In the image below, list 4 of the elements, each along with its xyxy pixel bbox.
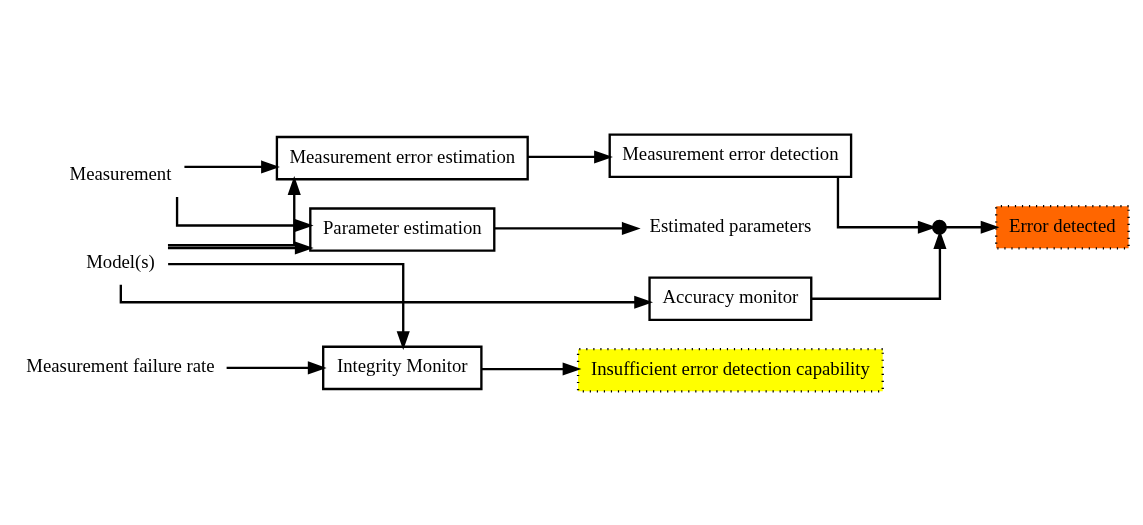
node-text: Measurement failure rate xyxy=(26,354,215,376)
node-text: Estimated parameters xyxy=(649,214,812,236)
node-text: Measurement xyxy=(69,162,172,184)
node-text: Model(s) xyxy=(86,250,155,272)
